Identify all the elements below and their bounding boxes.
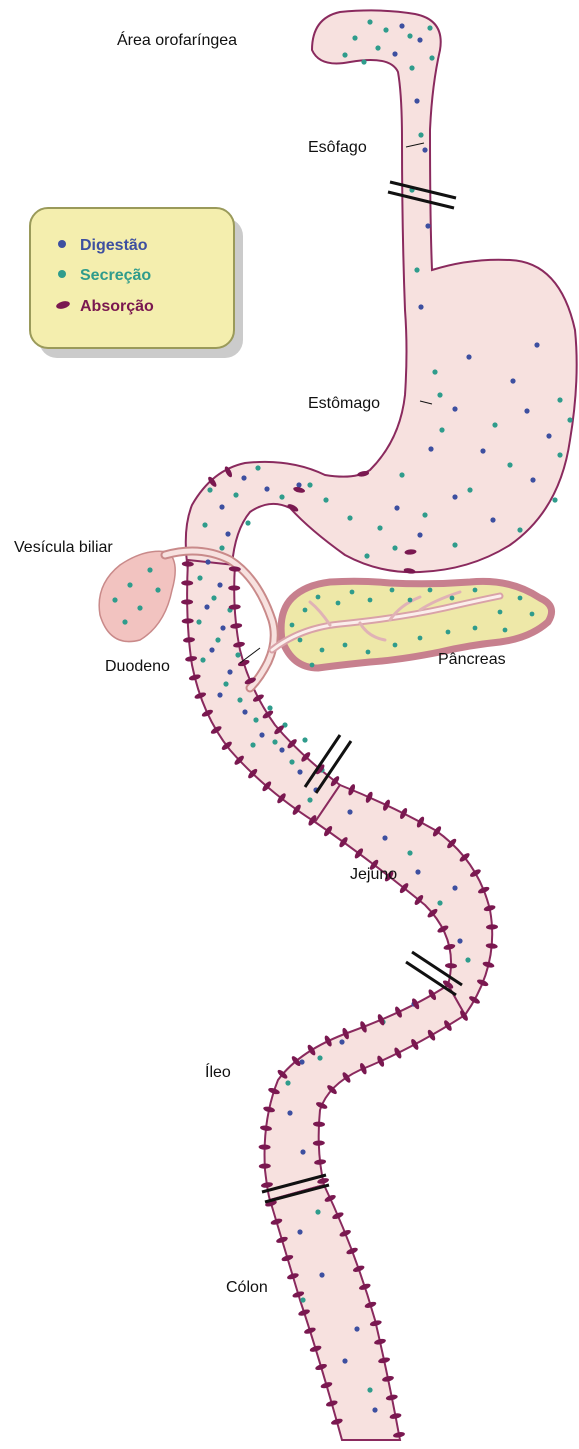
legend: Digestão Secreção Absorção [30, 208, 243, 358]
label-orofaringea: Área orofaríngea [117, 30, 237, 49]
legend-absorption: Absorção [80, 298, 154, 315]
label-duodeno: Duodeno [105, 658, 170, 675]
legend-digestion: Digestão [80, 237, 148, 254]
ileum [265, 985, 465, 1200]
secretion-dot-icon [58, 270, 66, 278]
label-ileo: Íleo [205, 1062, 231, 1081]
legend-secretion: Secreção [80, 267, 151, 284]
label-vesicula: Vesícula biliar [14, 539, 113, 556]
label-estomago: Estômago [308, 395, 380, 412]
absorption-mark [228, 585, 240, 590]
digestion-dot-icon [58, 240, 66, 248]
label-esofago: Esôfago [308, 139, 367, 156]
jejunum [315, 785, 492, 1015]
label-pancreas: Pâncreas [438, 651, 506, 668]
label-colon: Cólon [226, 1279, 268, 1296]
upper-tract [186, 10, 577, 572]
label-jejuno: Jejuno [350, 866, 397, 883]
gallbladder [99, 551, 175, 641]
